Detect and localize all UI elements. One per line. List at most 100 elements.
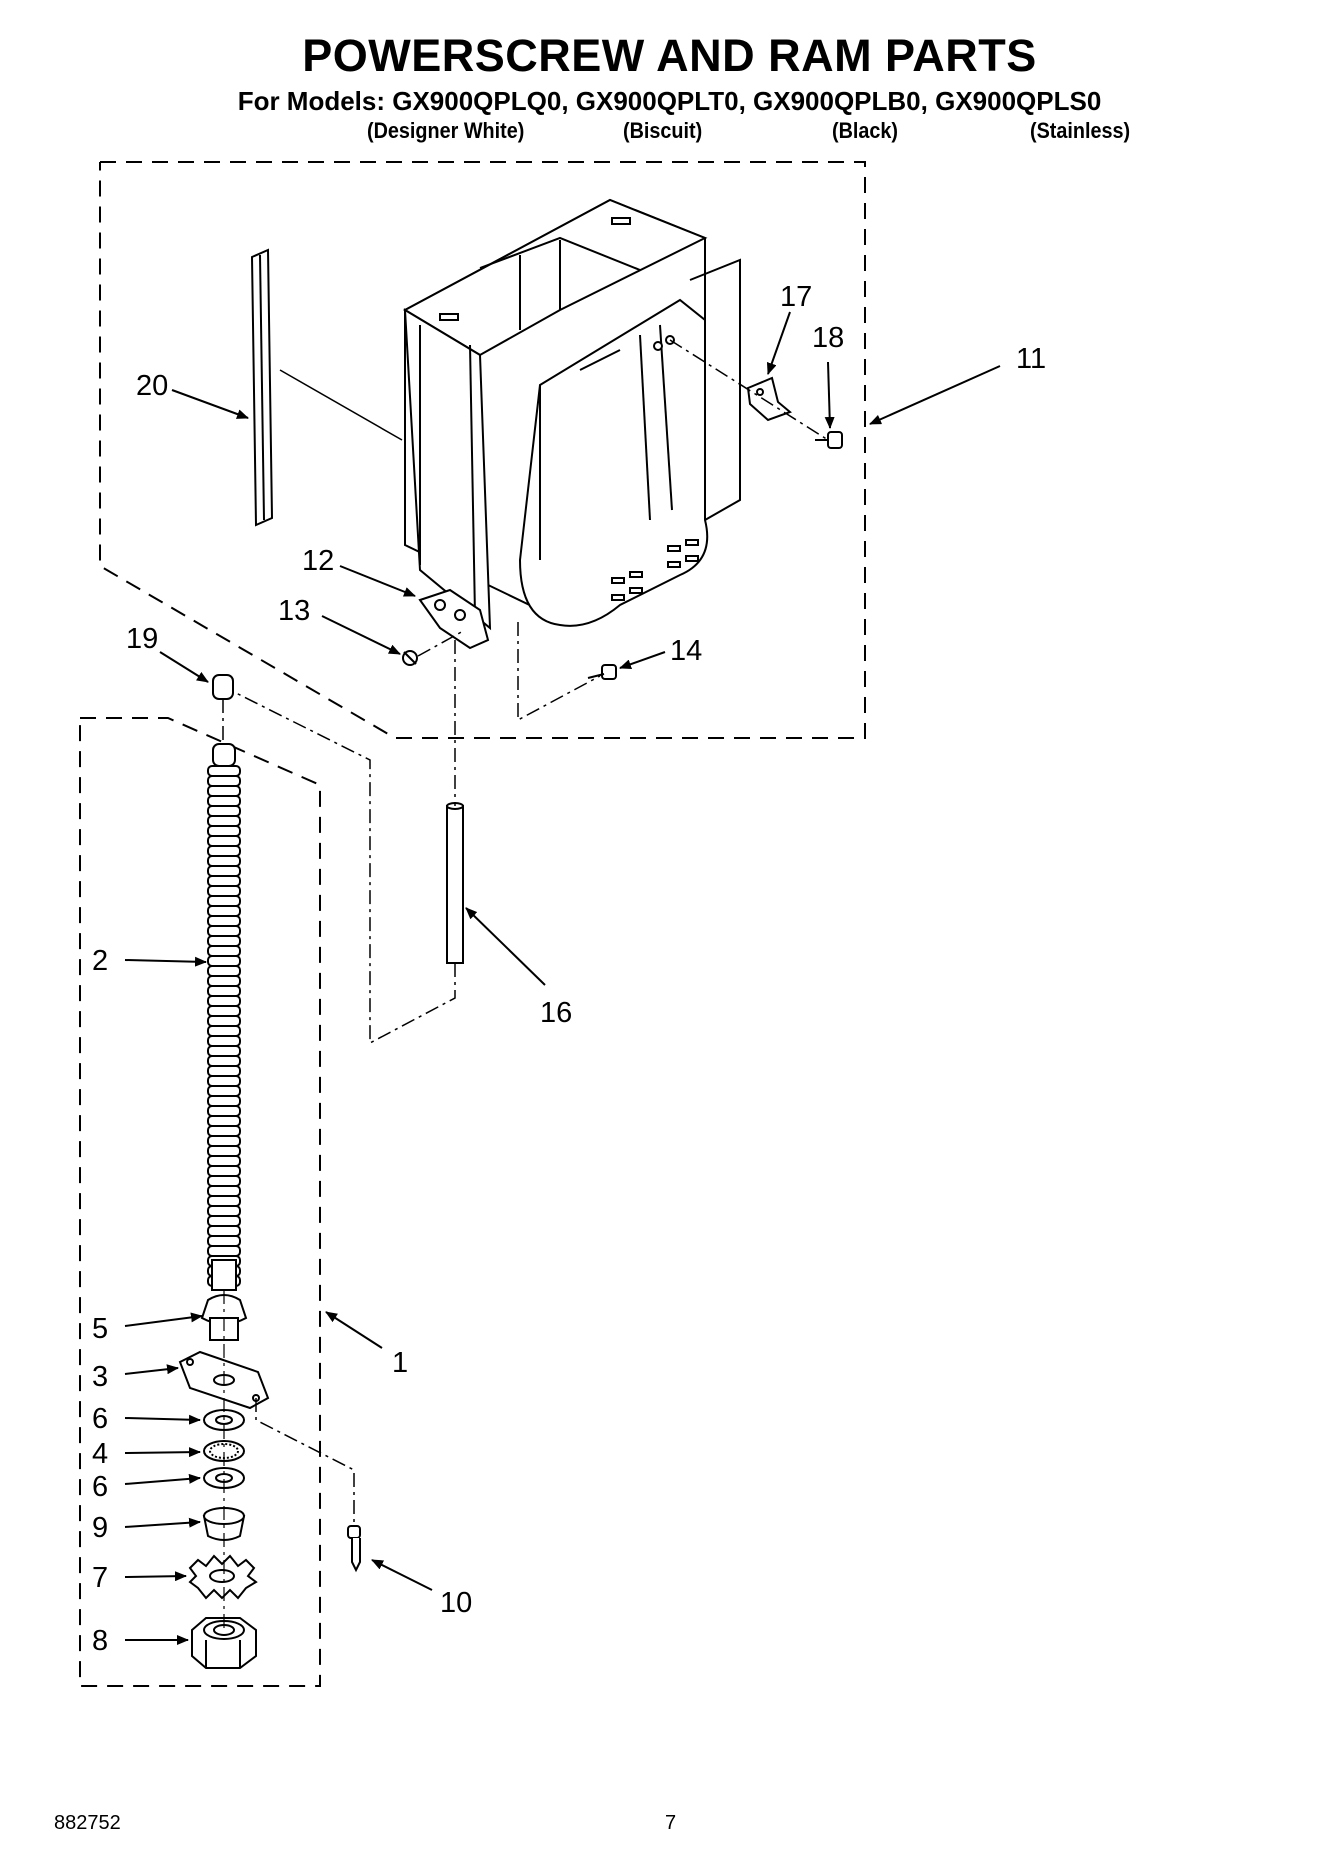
powerscrew-thread — [207, 1015, 241, 1027]
alignment-line-14 — [517, 622, 601, 722]
callout-7: 7 — [92, 1562, 108, 1594]
powerscrew-thread — [207, 815, 241, 827]
part-14-screw — [587, 664, 617, 680]
powerscrew-thread — [207, 775, 241, 787]
powerscrew-thread — [207, 1095, 241, 1107]
page-title: POWERSCREW AND RAM PARTS — [302, 30, 1037, 81]
part-13-clip — [402, 650, 418, 666]
ram-assembly-boundary — [99, 161, 866, 739]
powerscrew-thread — [207, 785, 241, 797]
powerscrew-thread — [207, 1005, 241, 1017]
page-number: 7 — [665, 1812, 677, 1834]
powerscrew-thread — [207, 1025, 241, 1037]
variant-black: (Black) — [832, 118, 899, 143]
callout-20: 20 — [136, 370, 168, 402]
powerscrew-thread — [207, 1085, 241, 1097]
part-8-nut — [191, 1617, 257, 1669]
powerscrew-thread — [207, 1105, 241, 1117]
callout-5: 5 — [92, 1313, 108, 1345]
powerscrew-shank — [211, 1259, 237, 1291]
callout-14: 14 — [670, 635, 702, 667]
part-2-powerscrew — [207, 743, 241, 1291]
powerscrew-thread — [207, 1175, 241, 1187]
ram-housing — [402, 198, 741, 631]
powerscrew-thread — [207, 975, 241, 987]
part-20-gasket-strip — [250, 248, 274, 527]
part-19-cap — [212, 674, 234, 700]
callout-13: 13 — [278, 595, 310, 627]
powerscrew-thread — [207, 1185, 241, 1197]
powerscrew-thread — [207, 1165, 241, 1177]
powerscrew-thread — [207, 835, 241, 847]
powerscrew-thread — [207, 1115, 241, 1127]
models-line: For Models: GX900QPLQ0, GX900QPLT0, GX90… — [237, 86, 1102, 116]
callout-2: 2 — [92, 945, 108, 977]
powerscrew-thread — [207, 795, 241, 807]
powerscrew-thread — [207, 915, 241, 927]
callout-19: 19 — [126, 623, 158, 655]
part-7-sprocket — [188, 1554, 258, 1600]
part-17-bracket — [746, 376, 792, 422]
powerscrew-thread — [207, 1055, 241, 1067]
part-4-bearing — [203, 1440, 245, 1462]
powerscrew-thread — [207, 1235, 241, 1247]
powerscrew-thread — [207, 1205, 241, 1217]
powerscrew-thread — [207, 805, 241, 817]
powerscrew-thread — [207, 955, 241, 967]
alignment-line-18 — [669, 339, 829, 441]
callout-18: 18 — [812, 322, 844, 354]
powerscrew-thread — [207, 1195, 241, 1207]
callout-10: 10 — [440, 1587, 472, 1619]
callout-3: 3 — [92, 1361, 108, 1393]
powerscrew-thread — [207, 825, 241, 837]
powerscrew-thread — [207, 865, 241, 877]
powerscrew-thread — [207, 1075, 241, 1087]
callout-6-lower: 6 — [92, 1471, 108, 1503]
alignment-line-powerscrew — [229, 689, 456, 1045]
powerscrew-thread — [207, 935, 241, 947]
callout-6-upper: 6 — [92, 1403, 108, 1435]
variant-stainless: (Stainless) — [1030, 118, 1131, 143]
callout-11: 11 — [1016, 343, 1046, 375]
part-18-screw — [815, 431, 843, 449]
part-12-hinge-block — [418, 588, 490, 650]
powerscrew-thread — [207, 1245, 241, 1257]
powerscrew-thread — [207, 875, 241, 887]
powerscrew-thread — [207, 855, 241, 867]
variant-designer-white: (Designer White) — [367, 118, 525, 143]
powerscrew-thread — [207, 1065, 241, 1077]
powerscrew-thread — [207, 965, 241, 977]
powerscrew-thread — [207, 1035, 241, 1047]
powerscrew-thread — [207, 1225, 241, 1237]
callout-1: 1 — [392, 1347, 408, 1379]
powerscrew-thread — [207, 895, 241, 907]
powerscrew-thread — [207, 1145, 241, 1157]
powerscrew-thread — [207, 905, 241, 917]
powerscrew-assembly-boundary — [79, 717, 321, 1687]
callout-12: 12 — [302, 545, 334, 577]
powerscrew-thread — [207, 1155, 241, 1167]
powerscrew-thread — [207, 1215, 241, 1227]
powerscrew-thread — [207, 1045, 241, 1057]
powerscrew-thread — [207, 1125, 241, 1137]
callout-9: 9 — [92, 1512, 108, 1544]
doc-number: 882752 — [54, 1812, 121, 1834]
callout-16: 16 — [540, 997, 572, 1029]
powerscrew-thread — [207, 945, 241, 957]
alignment-line-10 — [255, 1398, 355, 1526]
callout-17: 17 — [780, 281, 812, 313]
callout-arrows — [124, 311, 1001, 1645]
powerscrew-thread — [207, 885, 241, 897]
part-10-screw — [347, 1525, 361, 1573]
powerscrew-thread — [207, 1135, 241, 1147]
powerscrew-thread — [207, 845, 241, 857]
part-16-pin — [446, 802, 464, 964]
powerscrew-thread — [207, 985, 241, 997]
callout-4: 4 — [92, 1438, 108, 1470]
leader-20 — [279, 369, 403, 441]
part-6-washer-lower — [203, 1467, 245, 1489]
callout-8: 8 — [92, 1625, 108, 1657]
variant-biscuit: (Biscuit) — [623, 118, 703, 143]
alignment-line-13 — [417, 629, 466, 657]
